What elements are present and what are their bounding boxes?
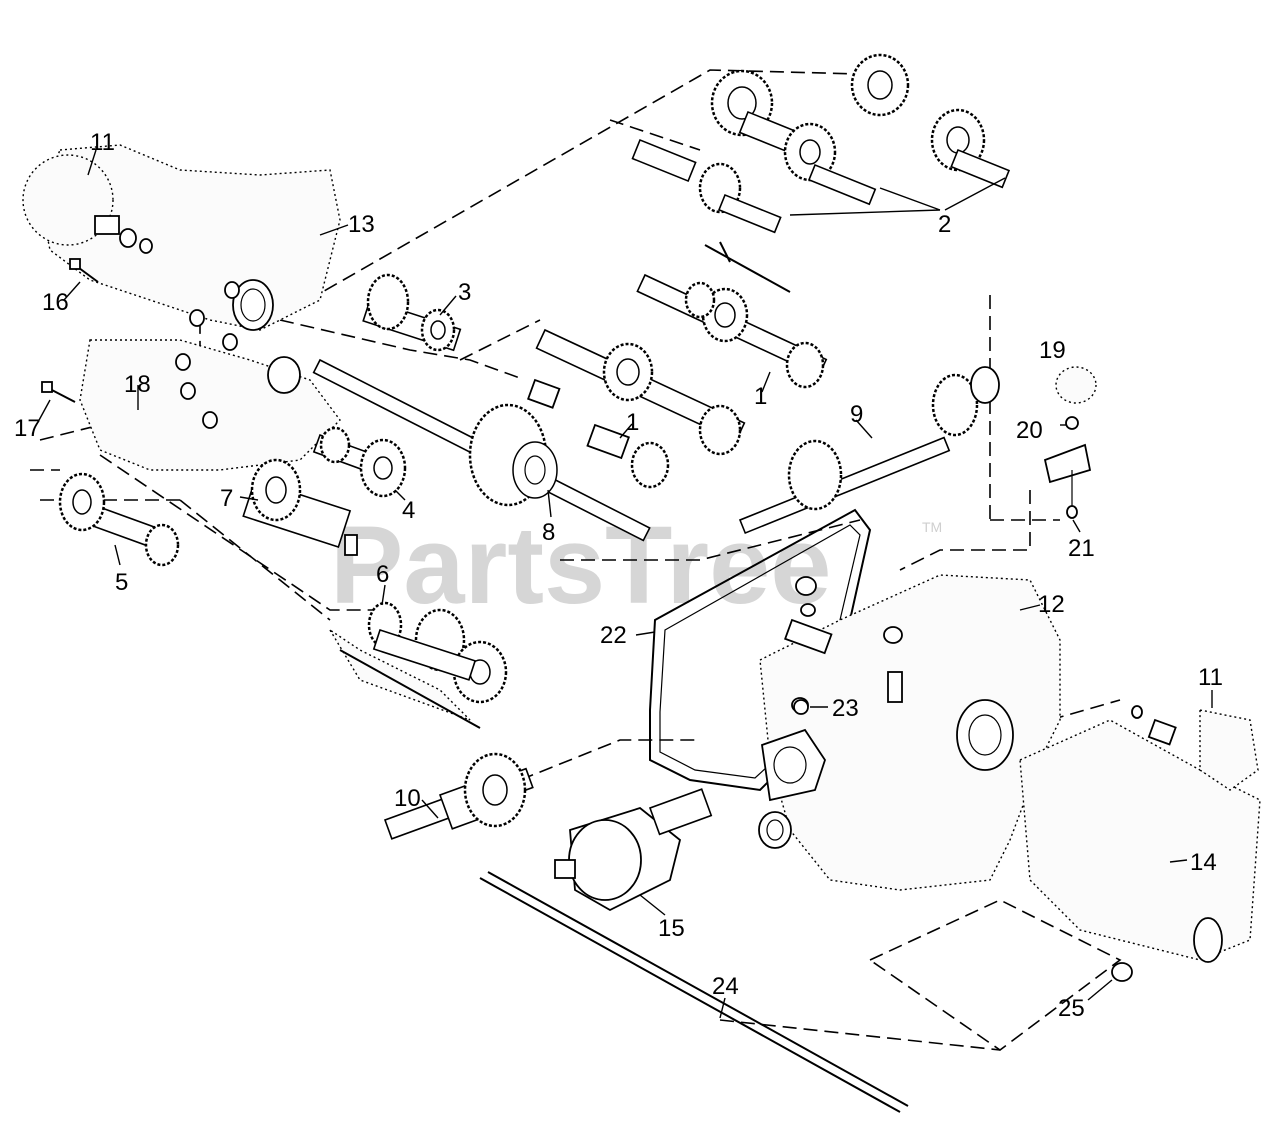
callout-15: 15 bbox=[658, 915, 685, 942]
callout-6: 6 bbox=[376, 561, 389, 588]
callout-11-right: 11 bbox=[1198, 664, 1223, 691]
nut-25 bbox=[1111, 962, 1133, 982]
axle-cap-11-right bbox=[1131, 705, 1259, 791]
callout-20: 20 bbox=[1016, 417, 1043, 444]
axle-cap-11-left bbox=[22, 154, 153, 254]
assembly-dashed-lines bbox=[30, 69, 1122, 1051]
gear-4 bbox=[312, 426, 407, 498]
callout-16: 16 bbox=[42, 289, 69, 316]
callout-21: 21 bbox=[1068, 535, 1095, 562]
callout-2: 2 bbox=[938, 211, 951, 238]
callout-3: 3 bbox=[458, 279, 471, 306]
callout-19: 19 bbox=[1039, 337, 1066, 364]
gear-set-2 bbox=[631, 53, 1011, 234]
bolt-17 bbox=[41, 381, 76, 403]
side-cover-14 bbox=[1019, 719, 1261, 963]
differential-shaft-8 bbox=[267, 356, 651, 542]
main-housing-12 bbox=[759, 574, 1061, 891]
callout-5: 5 bbox=[115, 569, 128, 596]
callout-12: 12 bbox=[1038, 591, 1065, 618]
parts-19-20-21 bbox=[1043, 366, 1097, 519]
leader-lines bbox=[37, 149, 1213, 1019]
callout-4: 4 bbox=[402, 497, 415, 524]
gear-3 bbox=[362, 273, 462, 352]
callout-7: 7 bbox=[220, 485, 233, 512]
callout-labels: 11 13 16 3 2 18 17 1 1 19 20 9 7 4 8 21 … bbox=[14, 129, 1223, 1022]
callout-1-lower: 1 bbox=[626, 409, 639, 436]
callout-8: 8 bbox=[542, 519, 555, 546]
callout-10: 10 bbox=[394, 785, 421, 812]
callout-25: 25 bbox=[1058, 995, 1085, 1022]
callout-9: 9 bbox=[850, 401, 863, 428]
callout-1-upper: 1 bbox=[754, 383, 767, 410]
part-23 bbox=[793, 699, 809, 715]
gear-set-1-lower bbox=[527, 328, 746, 489]
clutch-15 bbox=[554, 788, 713, 912]
gear-assembly-6 bbox=[329, 534, 508, 729]
output-shaft-10 bbox=[383, 752, 534, 840]
bearing-flange bbox=[758, 728, 826, 849]
gear-5 bbox=[58, 472, 180, 567]
rod-24 bbox=[479, 871, 909, 1113]
callout-22: 22 bbox=[600, 622, 627, 649]
gear-set-1-upper bbox=[636, 241, 828, 389]
callout-13: 13 bbox=[348, 211, 375, 238]
callout-23: 23 bbox=[832, 695, 859, 722]
callout-14: 14 bbox=[1190, 849, 1217, 876]
watermark-trademark: TM bbox=[922, 519, 942, 535]
callout-17: 17 bbox=[14, 415, 41, 442]
callout-24: 24 bbox=[712, 973, 739, 1000]
callout-11: 11 bbox=[90, 129, 115, 156]
bolt-16 bbox=[69, 258, 99, 283]
callout-18: 18 bbox=[124, 371, 151, 398]
shaft-9 bbox=[738, 366, 1000, 535]
